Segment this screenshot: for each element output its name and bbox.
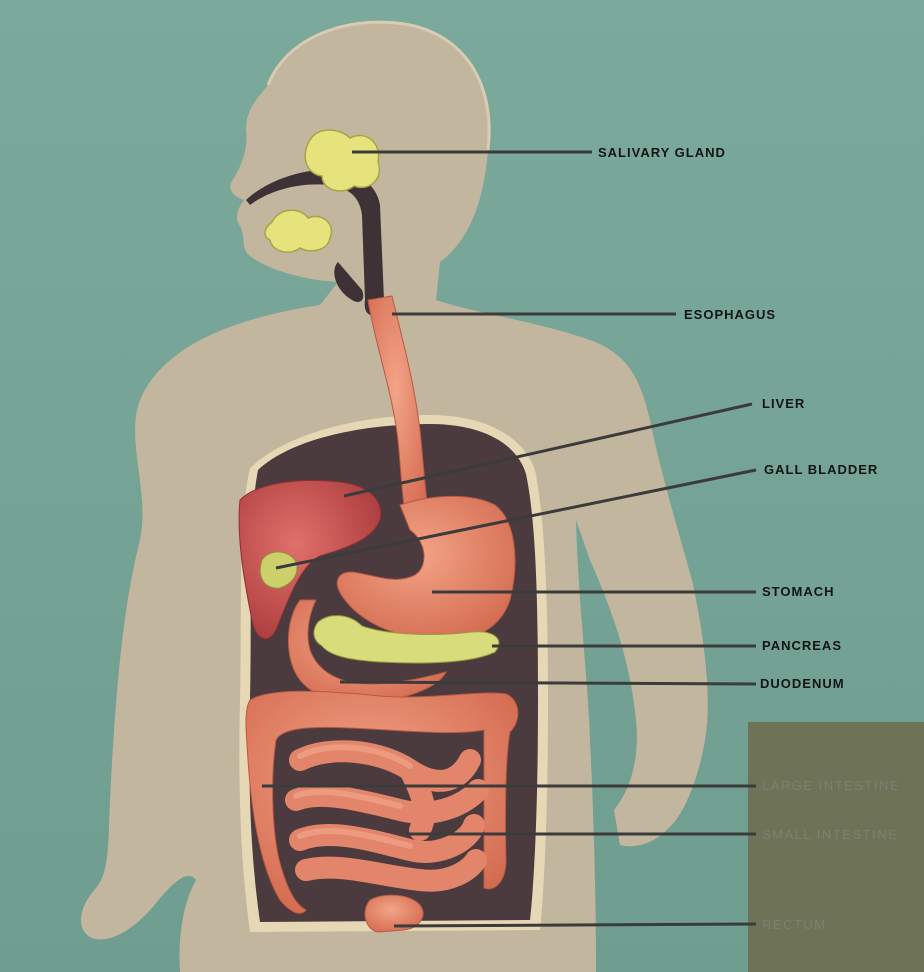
label-gall-bladder: GALL BLADDER — [764, 462, 878, 478]
leader-rectum — [394, 924, 756, 926]
label-esophagus: ESOPHAGUS — [684, 307, 776, 323]
label-liver: LIVER — [762, 396, 805, 412]
label-rectum: RECTUM — [762, 917, 827, 933]
label-large-intestine: LARGE INTESTINE — [762, 778, 900, 794]
label-small-intestine: SMALL INTESTINE — [762, 827, 898, 843]
label-pancreas: PANCREAS — [762, 638, 842, 654]
label-duodenum: DUODENUM — [760, 676, 845, 692]
label-stomach: STOMACH — [762, 584, 834, 600]
label-salivary-gland: SALIVARY GLAND — [598, 145, 726, 161]
leader-duodenum — [340, 682, 756, 684]
corner-panel — [748, 722, 924, 972]
